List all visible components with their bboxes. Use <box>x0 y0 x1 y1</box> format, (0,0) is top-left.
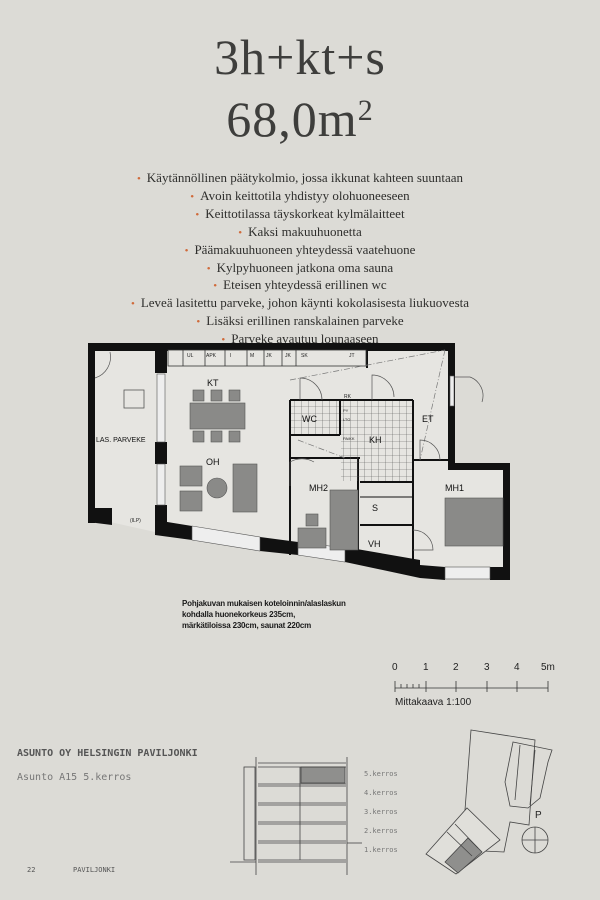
room-label-mh2: MH2 <box>309 483 328 493</box>
walls <box>88 343 510 580</box>
feature-item: Parveke avautuu lounaaseen <box>0 331 600 349</box>
fixture-label: RK <box>344 394 352 400</box>
feature-item: Kylpyhuoneen jatkona oma sauna <box>0 260 600 278</box>
wc-floor <box>291 401 339 434</box>
fixture-label: JT <box>349 353 355 359</box>
note-line: Pohjakuvan mukaisen koteloinnin/alaslask… <box>182 599 346 608</box>
fixture-label: APK <box>206 353 217 359</box>
floor-label: 3.kerros <box>364 808 398 816</box>
feature-list: Käytännöllinen päätykolmio, jossa ikkuna… <box>0 170 600 349</box>
site-plan <box>425 729 553 875</box>
publication-name: PAVILJONKI <box>73 866 116 874</box>
furniture <box>179 389 504 551</box>
fixture-label: JK <box>285 353 292 359</box>
room-label-et: ET <box>422 414 434 424</box>
fixture-label: (ILP) <box>130 518 141 524</box>
company-name: ASUNTO OY HELSINGIN PAVILJONKI <box>17 748 198 759</box>
feature-item: Päämakuuhuoneen yhteydessä vaatehuone <box>0 242 600 260</box>
room-label-wc: WC <box>302 414 317 424</box>
unit-label: Asunto A15 5.kerros <box>17 772 132 783</box>
feature-item: Käytännöllinen päätykolmio, jossa ikkuna… <box>0 170 600 188</box>
feature-item: Eteisen yhteydessä erillinen wc <box>0 277 600 295</box>
fixture-label: SK <box>301 353 308 359</box>
note-line: kohdalla huonekorkeus 235cm, <box>182 610 296 619</box>
area-unit: 2 <box>357 94 374 127</box>
room-label-mh1: MH1 <box>445 483 464 493</box>
room-label-oh: OH <box>206 457 220 467</box>
bathroom-floor <box>341 401 412 481</box>
floor-label: 1.kerros <box>364 846 398 854</box>
north-label: P <box>535 810 542 821</box>
floor-label: 5.kerros <box>364 770 398 778</box>
scale-tick-label: 1 <box>423 662 429 673</box>
feature-item: Kaksi makuuhuonetta <box>0 224 600 242</box>
fixture-label: PA/KK <box>343 436 355 441</box>
scale-tick-label: 3 <box>484 662 490 673</box>
room-label-vh: VH <box>368 539 381 549</box>
building-section <box>230 757 362 875</box>
room-label-s: S <box>372 503 378 513</box>
ceiling-height-note: Pohjakuvan mukaisen koteloinnin/alaslask… <box>182 598 346 631</box>
page-number: 22 <box>27 866 36 874</box>
fixture-label: PY <box>343 408 349 413</box>
apartment-type: 3h+kt+s <box>214 29 386 85</box>
feature-item: Avoin keittotila yhdistyy olohuoneeseen <box>0 188 600 206</box>
feature-item: Lisäksi erillinen ranskalainen parveke <box>0 313 600 331</box>
scale-tick-label: 4 <box>514 662 520 673</box>
fixture-label: I <box>230 353 231 359</box>
area-value: 68,0m <box>226 91 358 147</box>
fixture-label: M <box>250 353 254 359</box>
fixture-label: JK <box>266 353 273 359</box>
scale-label: Mittakaava 1:100 <box>395 697 472 708</box>
note-line: märkätiloissa 230cm, saunat 220cm <box>182 621 312 630</box>
scale-tick-label: 5m <box>541 662 555 673</box>
room-label-kh: KH <box>369 435 382 445</box>
fixture-label: UL <box>187 353 194 359</box>
scale-tick-label: 0 <box>392 662 398 673</box>
scale-bar <box>394 681 549 692</box>
apartment-area: 68,0m2 <box>0 90 600 148</box>
scale-tick-label: 2 <box>453 662 459 673</box>
floor-label: 4.kerros <box>364 789 398 797</box>
fixture-label: LTO <box>343 417 350 422</box>
floor-label: 2.kerros <box>364 827 398 835</box>
room-label-balcony: LAS. PARVEKE <box>96 437 146 444</box>
feature-item: Leveä lasitettu parveke, johon käynti ko… <box>0 295 600 313</box>
feature-item: Keittotilassa täyskorkeat kylmälaitteet <box>0 206 600 224</box>
room-label-kt: KT <box>207 378 219 388</box>
